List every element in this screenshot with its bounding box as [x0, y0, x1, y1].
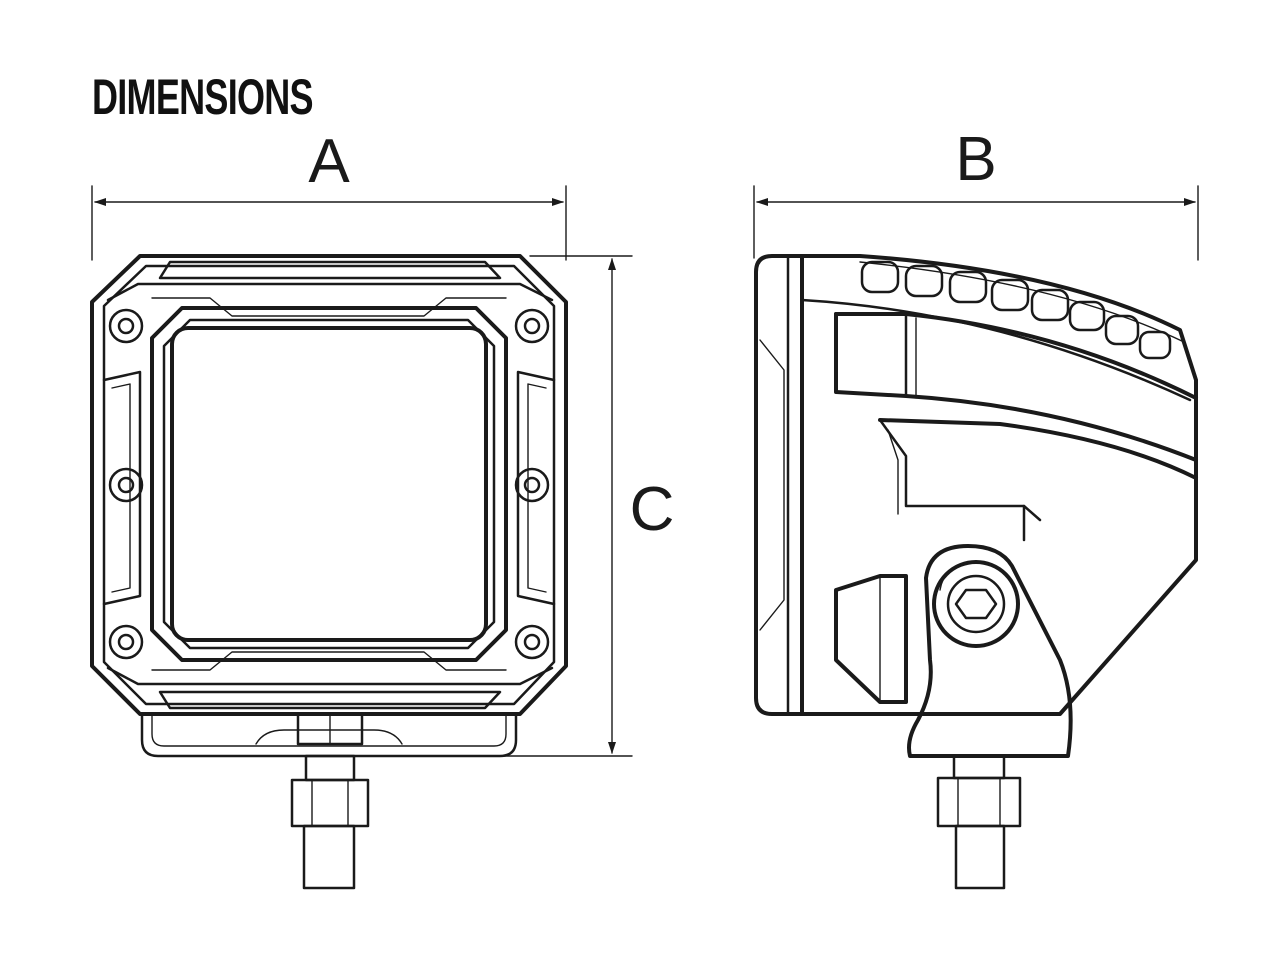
- front-view: [90, 254, 568, 890]
- dimension-b: B: [753, 125, 1199, 261]
- lens-window: [170, 326, 488, 642]
- dimension-label-b: B: [955, 125, 996, 194]
- dimension-label-c: C: [630, 475, 675, 544]
- dimension-a: A: [91, 127, 567, 261]
- pivot-bolt-icon: [932, 560, 1020, 648]
- dimension-c: C: [499, 255, 675, 757]
- screw-icons: [108, 308, 550, 660]
- dimension-label-a: A: [308, 127, 350, 196]
- diagram-heading: DIMENSIONS: [92, 69, 314, 125]
- side-view: [754, 254, 1198, 890]
- heatsink-fins: [860, 260, 1172, 360]
